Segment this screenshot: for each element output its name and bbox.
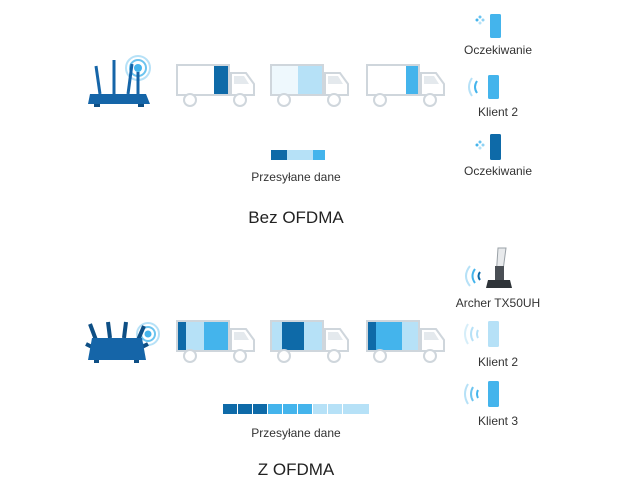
- ofdma-data-label: Przesyłane dane: [251, 426, 341, 440]
- client-2-label: Klient 2: [477, 105, 519, 119]
- ofdma-truck-1: [176, 320, 255, 363]
- ofdma-client-3-label: Klient 3: [477, 414, 519, 428]
- truck-2: [270, 64, 349, 107]
- truck-3: [366, 64, 445, 107]
- ofdma-client-3-icon: [464, 381, 499, 407]
- router-icon: [88, 55, 151, 107]
- waiting-client-3-icon: [475, 134, 501, 160]
- usb-adapter-icon: [465, 247, 512, 288]
- archer-label: Archer TX50UH: [455, 296, 541, 310]
- section-title: Bez OFDMA: [248, 208, 344, 227]
- client-3-label: Oczekiwanie: [463, 164, 533, 178]
- router-ax-icon: [85, 321, 160, 363]
- ofdma-truck-3: [366, 320, 445, 363]
- ofdma-client-2-label: Klient 2: [477, 355, 519, 369]
- data-bar: [271, 150, 325, 160]
- data-label: Przesyłane dane: [251, 170, 341, 184]
- waiting-client-1-icon: [475, 14, 501, 38]
- ofdma-section-title: Z OFDMA: [257, 460, 335, 479]
- ofdma-data-bar: [223, 404, 369, 414]
- client-1-label: Oczekiwanie: [463, 43, 533, 57]
- ofdma-client-2-icon: [464, 321, 499, 347]
- truck-1: [176, 64, 255, 107]
- ofdma-truck-2: [270, 320, 349, 363]
- active-client-2-icon: [468, 75, 499, 99]
